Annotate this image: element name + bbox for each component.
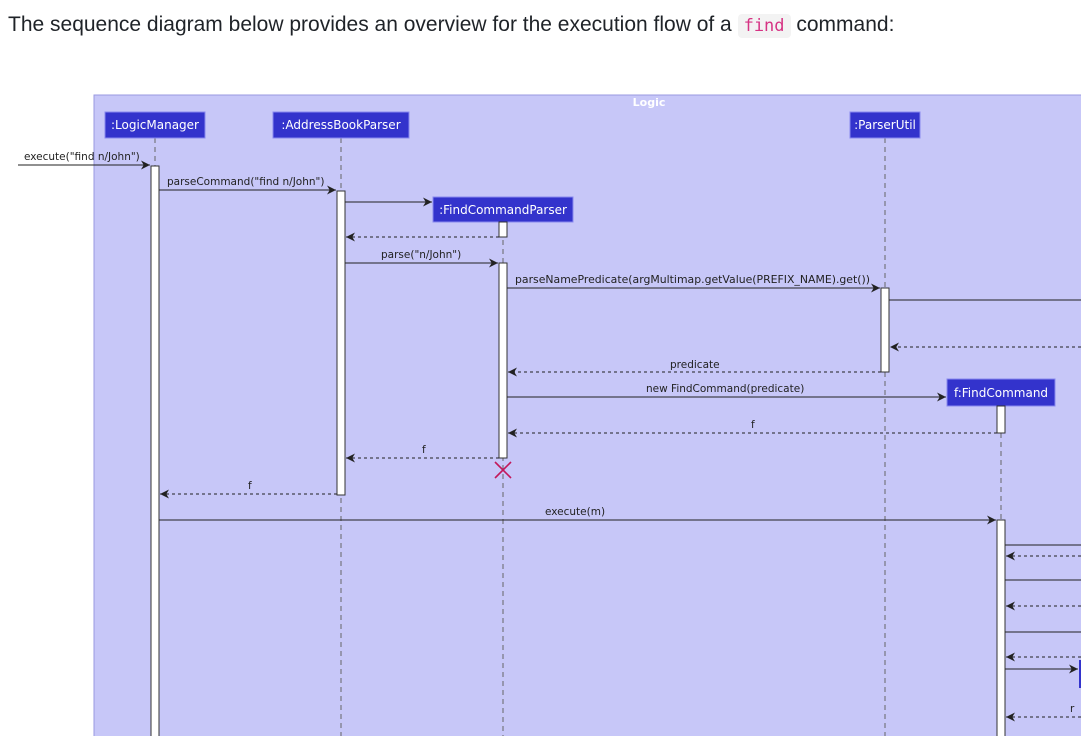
activation-find-command-parser-create — [498, 221, 508, 238]
return-f-1-label: f — [751, 419, 755, 431]
participant-find-command-parser — [432, 196, 574, 223]
message-execute-m-label: execute(m) — [545, 506, 605, 518]
activation-logic-manager — [150, 165, 160, 736]
participant-parser-util-label: :ParserUtil — [854, 118, 916, 132]
intro-text-before: The sequence diagram below provides an o… — [8, 13, 738, 36]
participant-offscreen-partial — [1079, 660, 1081, 688]
participant-find-command-parser-label: :FindCommandParser — [439, 203, 567, 217]
destroy-mark — [494, 461, 512, 479]
participant-find-command — [946, 378, 1056, 407]
message-new-find-command-label: new FindCommand(predicate) — [646, 383, 804, 395]
intro-text: The sequence diagram below provides an o… — [8, 10, 894, 41]
activation-find-command-parser-parse — [498, 262, 508, 459]
participant-address-book-parser — [272, 111, 410, 139]
participant-find-command-label: f:FindCommand — [954, 386, 1048, 400]
participant-logic-manager — [104, 111, 206, 139]
participant-logic-manager-label: :LogicManager — [111, 118, 199, 132]
activation-find-command-create — [996, 405, 1006, 434]
return-f-3-label: f — [248, 480, 252, 492]
message-execute-label: execute("find n/John") — [24, 151, 140, 163]
logic-frame-label: Logic — [633, 96, 666, 109]
activation-find-command-execute — [996, 519, 1006, 736]
logic-frame — [93, 94, 1081, 736]
activation-address-book-parser — [336, 190, 346, 496]
find-command-code: find — [737, 14, 791, 38]
message-parse-name-predicate-label: parseNamePredicate(argMultimap.getValue(… — [515, 274, 870, 286]
return-r-label: r — [1070, 703, 1075, 715]
return-f-2-label: f — [422, 444, 426, 456]
activation-parser-util — [880, 287, 890, 373]
participant-address-book-parser-label: :AddressBookParser — [281, 118, 400, 132]
message-parse-label: parse("n/John") — [381, 249, 461, 261]
participant-parser-util — [849, 111, 921, 139]
message-parse-command-label: parseCommand("find n/John") — [167, 176, 324, 188]
intro-text-after: command: — [790, 13, 895, 36]
return-predicate-label: predicate — [670, 359, 720, 371]
